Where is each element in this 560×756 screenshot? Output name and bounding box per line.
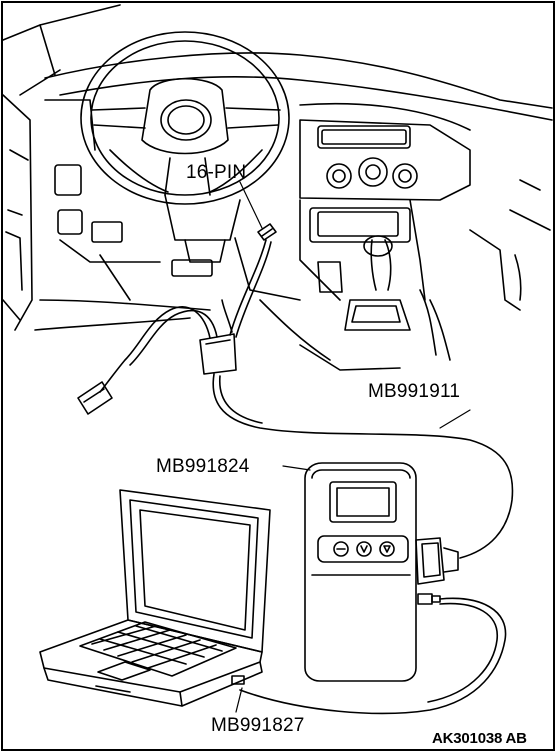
usb-cable [239,597,507,715]
usb-cable-label: MB991827 [211,715,305,736]
unit-label: MB991824 [156,456,250,477]
connector-label: 16-PIN [186,162,247,183]
label-leaders [235,409,471,713]
laptop [39,489,271,707]
adapter-cable [77,239,514,559]
obd-connector [239,181,277,241]
figure-id: AK301038 AB [432,730,527,747]
steering-wheel [80,31,290,205]
car-interior [2,4,553,371]
diagnostic-unit [304,462,459,682]
cable-label: MB991911 [368,381,461,402]
